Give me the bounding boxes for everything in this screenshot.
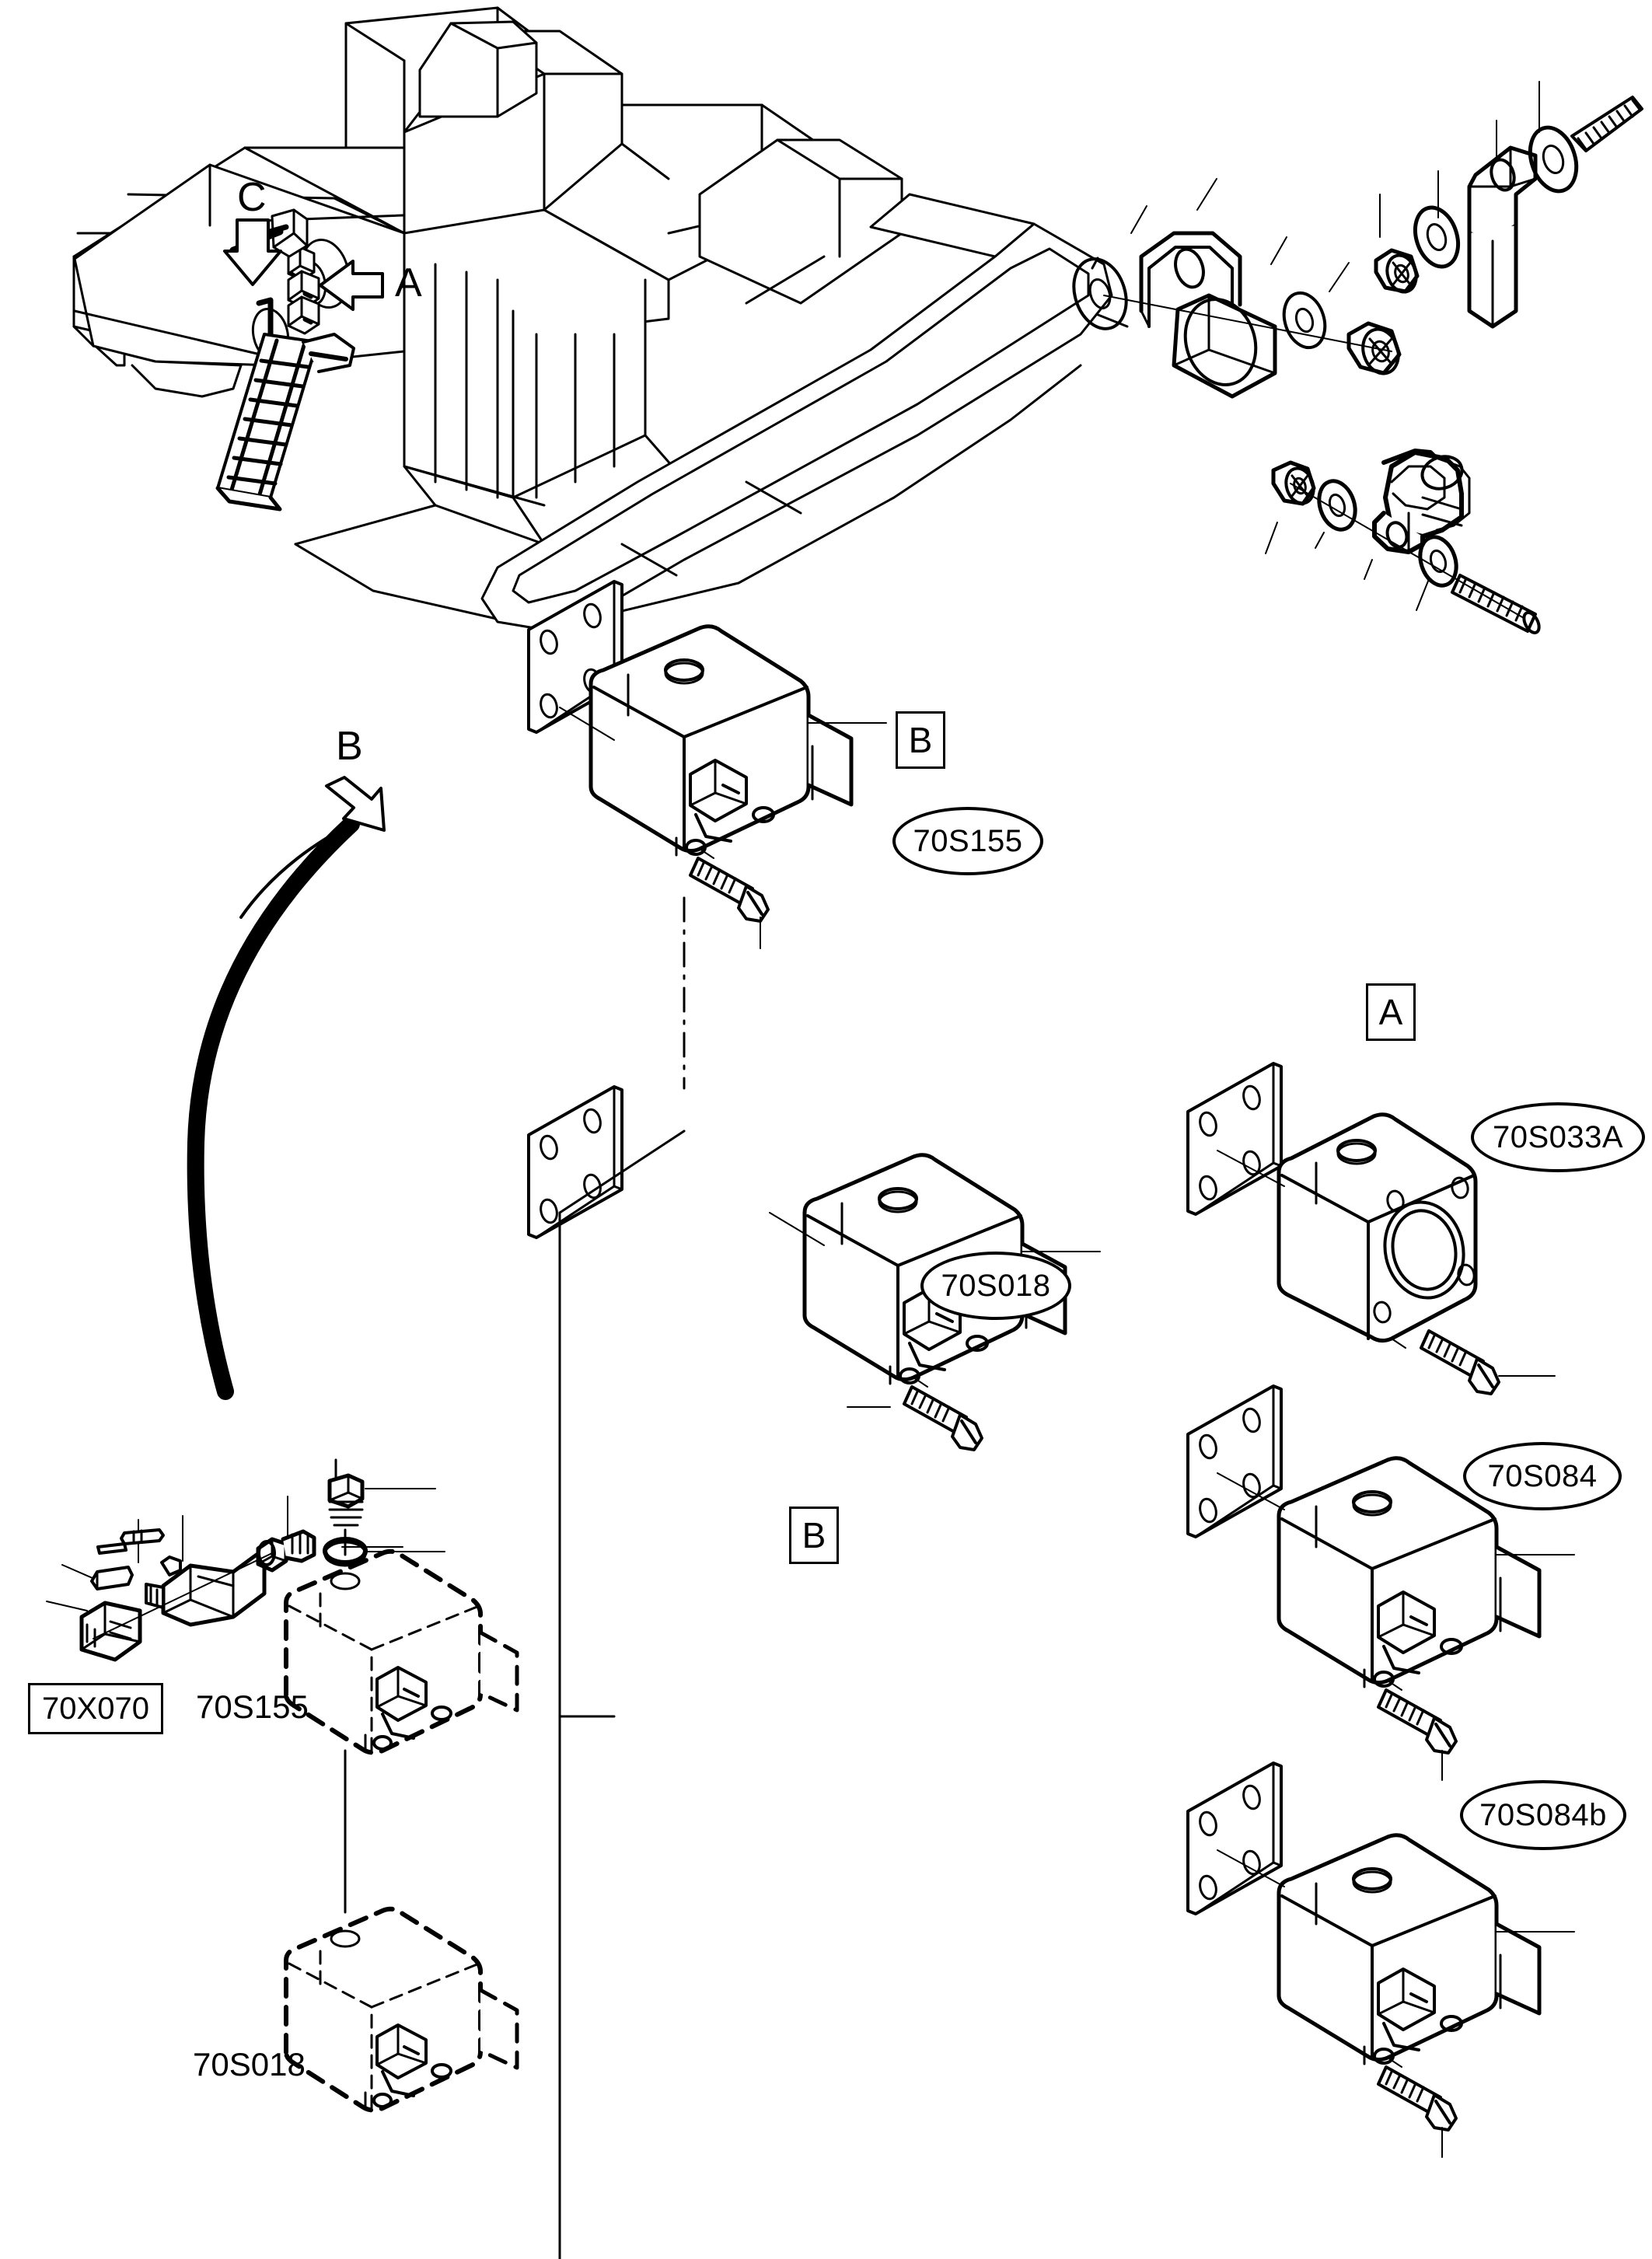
arrow-b (325, 776, 386, 832)
sensor-assembly-70s084 (1186, 1384, 1575, 1781)
hardware-angle-bracket-assembly (1374, 81, 1643, 329)
access-ladder (215, 333, 319, 512)
balloon-70s155-text: 70S155 (913, 823, 1023, 858)
phantom-sensor-70s155-inner (288, 1572, 519, 1914)
sensor-assembly-70s033a (1186, 1062, 1556, 1395)
balloon-70s018-text: 70S018 (941, 1268, 1051, 1303)
sensor-assembly-70s084b (1186, 1761, 1575, 2158)
phantom-sensor-70s018 (284, 1906, 483, 2113)
balloon-70s033a: 70S033A (1471, 1102, 1645, 1172)
boxed-marker-a-right: A (1366, 983, 1416, 1041)
balloon-70s084b: 70S084b (1460, 1780, 1626, 1850)
balloon-70s155: 70S155 (892, 807, 1043, 875)
arrow-a (319, 260, 384, 311)
balloon-70s084b-text: 70S084b (1479, 1797, 1607, 1832)
boxed-marker-b-bottom: B (789, 1507, 839, 1564)
hardware-twin-clamp-assembly (1265, 449, 1541, 634)
balloon-70s084-text: 70S084 (1487, 1458, 1598, 1493)
phantom-sensor-70s018-inner (288, 1929, 519, 2110)
boxed-marker-b-top-text: B (908, 720, 933, 760)
arrow-letter-c: C (237, 175, 267, 220)
machine-illustration (72, 6, 1129, 631)
callout-arrows (223, 218, 386, 832)
sensor-assembly-70s018 (527, 896, 1101, 1451)
plain-label-70s155: 70S155 (196, 1688, 309, 1725)
boxed-marker-a-right-text: A (1378, 992, 1403, 1032)
plain-label-70s018: 70S018 (193, 2046, 306, 2083)
hardware-clamp-assembly (1072, 178, 1402, 399)
connector-kit-70x070 (46, 1458, 445, 1662)
balloon-70s084: 70S084 (1463, 1442, 1622, 1510)
framed-label-70x070: 70X070 (28, 1683, 163, 1734)
detail-view-arc (187, 815, 360, 1400)
arrow-letter-b: B (336, 724, 363, 769)
framed-label-70x070-text: 70X070 (42, 1691, 149, 1726)
arrow-letter-a: A (395, 260, 422, 306)
arrow-c (223, 218, 282, 286)
boxed-marker-b-bottom-text: B (802, 1515, 826, 1555)
phantom-sensor-70s155 (284, 1548, 483, 1755)
sensor-assembly-70s155 (527, 580, 887, 949)
balloon-70s033a-text: 70S033A (1492, 1119, 1624, 1154)
section-divider (558, 1130, 686, 2259)
boxed-marker-b-top: B (896, 711, 945, 769)
balloon-70s018: 70S018 (920, 1252, 1071, 1320)
